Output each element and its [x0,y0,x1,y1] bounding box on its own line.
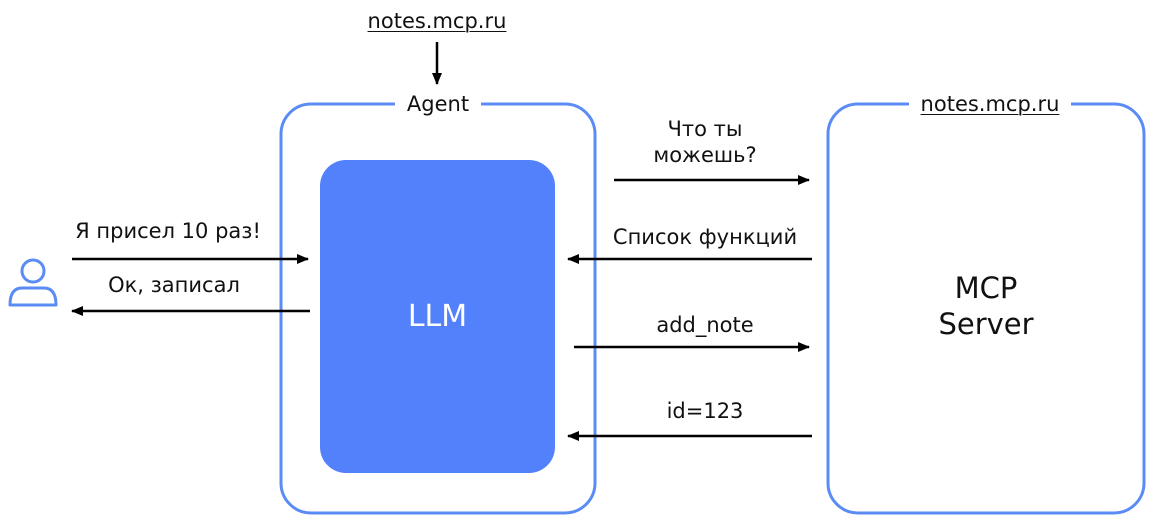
mcp-server-label-line2: Server [938,307,1034,341]
msg-add-note: add_note [656,313,754,337]
server-title-text: notes.mcp.ru [908,92,1072,116]
llm-label: LLM [407,299,468,334]
agent-title-text: Agent [394,92,482,116]
top-url-label: notes.mcp.ru [367,9,507,33]
msg-result-id: id=123 [666,399,744,423]
mcp-server-label-line1: MCP [954,271,1018,305]
msg-capabilities-question: Что ты можешь? [620,116,790,168]
user-icon [8,258,58,307]
msg-capabilities-line2: можешь? [653,143,757,167]
msg-function-list: Список функций [612,225,798,249]
server-title: notes.mcp.ru [890,91,1090,117]
msg-user-to-agent: Я присел 10 раз! [75,219,261,243]
llm-block: LLM [320,160,555,473]
msg-capabilities-line1: Что ты [667,117,743,141]
mcp-server-label: MCP Server [828,270,1144,342]
agent-title: Agent [338,91,538,117]
msg-agent-to-user: Ок, записал [108,273,240,297]
